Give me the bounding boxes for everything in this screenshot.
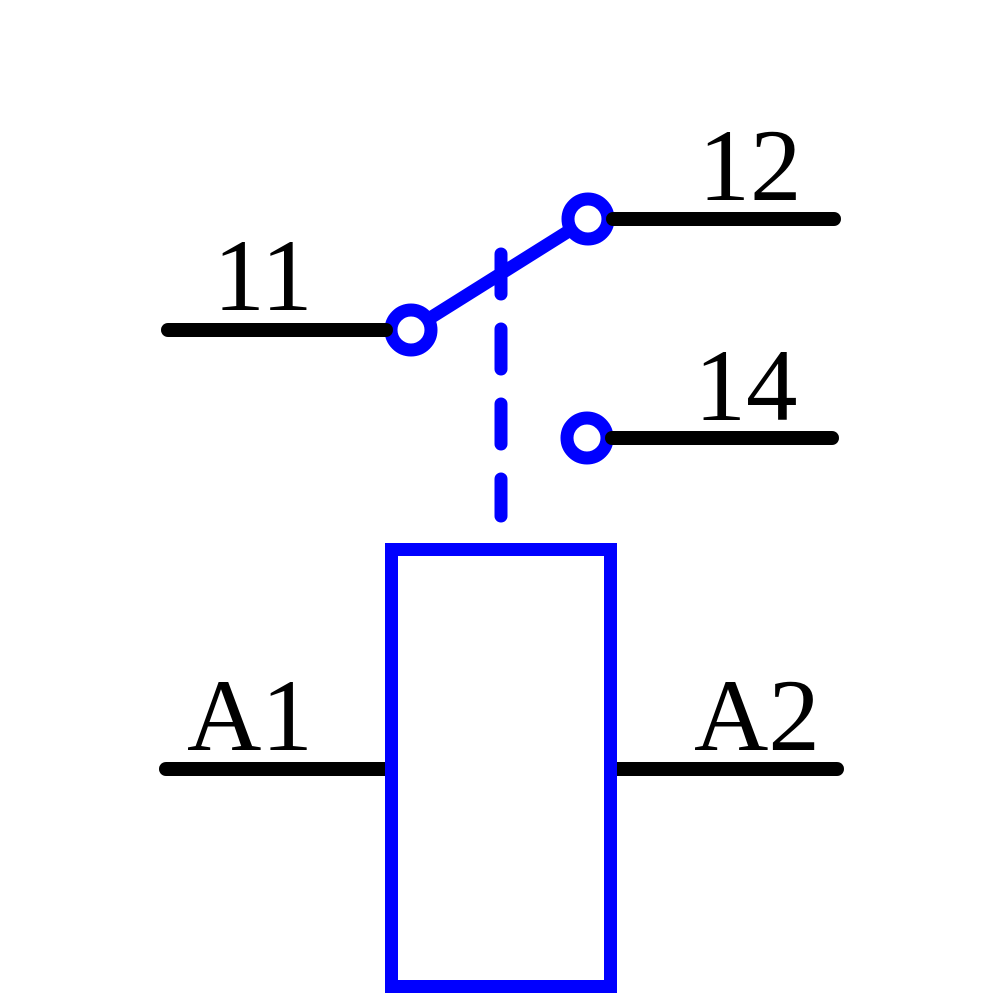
- terminal-11-label: 11: [213, 219, 312, 333]
- coil-a2-label: A2: [694, 659, 820, 773]
- coil-box: [385, 543, 617, 993]
- contact-terminal-circle-14: [560, 411, 614, 465]
- switch-arm: [404, 212, 595, 337]
- contact-terminal-circle-12: [561, 192, 615, 246]
- coil-a1-label: A1: [187, 659, 313, 773]
- terminal-12-label: 12: [699, 109, 802, 223]
- terminal-14-label: 14: [695, 329, 798, 443]
- contact-pivot-circle-11: [384, 303, 438, 357]
